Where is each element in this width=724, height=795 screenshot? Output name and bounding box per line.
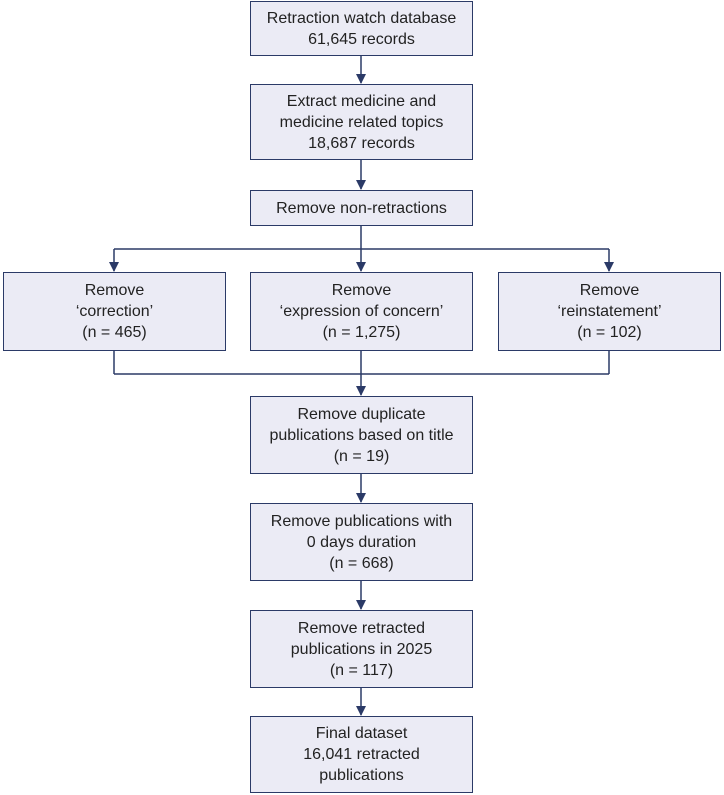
step-source-database: Retraction watch database 61,645 records <box>250 1 473 56</box>
step-correction-line-2: ‘correction’ <box>75 303 154 320</box>
step-concern-line-2: ‘expression of concern’ <box>279 303 444 320</box>
step-correction-line-3: (n = 465) <box>82 324 147 341</box>
step-extract-line-2: medicine related topics <box>279 113 444 131</box>
step-extract-line-1: Extract medicine and <box>286 92 437 110</box>
step-duplicates-line-2: publications based on title <box>269 426 454 444</box>
step-source-line-2: 61,645 records <box>308 30 415 48</box>
step-2025-line-2: publications in 2025 <box>290 640 433 658</box>
step-duplicates-line-3: (n = 19) <box>333 447 390 465</box>
step-final-line-3: publications <box>319 767 404 784</box>
step-extract-medicine: Extract medicine and medicine related to… <box>250 84 473 160</box>
step-concern-line-1: Remove <box>331 282 392 299</box>
step-reinstatement-line-2: ‘reinstatement’ <box>557 303 662 320</box>
step-source-line-1: Retraction watch database <box>266 9 457 27</box>
step-remove-correction: Remove ‘correction’ (n = 465) <box>3 272 226 351</box>
step-zero-days-line-2: 0 days duration <box>306 533 417 551</box>
step-extract-line-3: 18,687 records <box>308 134 415 152</box>
step-remove-zero-days: Remove publications with 0 days duration… <box>250 503 473 581</box>
step-final-line-1: Final dataset <box>315 725 408 742</box>
step-2025-line-3: (n = 117) <box>329 661 394 679</box>
step-correction-line-1: Remove <box>84 282 145 299</box>
step-remove-expression-of-concern: Remove ‘expression of concern’ (n = 1,27… <box>250 272 473 351</box>
step-zero-days-line-1: Remove publications with <box>270 512 453 530</box>
step-reinstatement-line-1: Remove <box>579 282 640 299</box>
step-duplicates-line-1: Remove duplicate <box>297 405 426 423</box>
step-zero-days-line-3: (n = 668) <box>329 554 394 572</box>
step-remove-retracted-2025: Remove retracted publications in 2025 (n… <box>250 610 473 688</box>
step-concern-line-3: (n = 1,275) <box>322 324 401 341</box>
step-remove-non-retractions: Remove non-retractions <box>250 190 473 226</box>
step-2025-line-1: Remove retracted <box>297 619 426 637</box>
step-final-dataset: Final dataset 16,041 retracted publicati… <box>250 716 473 793</box>
step-remove-duplicates: Remove duplicate publications based on t… <box>250 396 473 474</box>
step-non-retractions-line-1: Remove non-retractions <box>276 199 447 217</box>
step-reinstatement-line-3: (n = 102) <box>577 324 642 341</box>
step-remove-reinstatement: Remove ‘reinstatement’ (n = 102) <box>498 272 721 351</box>
step-final-line-2: 16,041 retracted <box>303 746 420 763</box>
